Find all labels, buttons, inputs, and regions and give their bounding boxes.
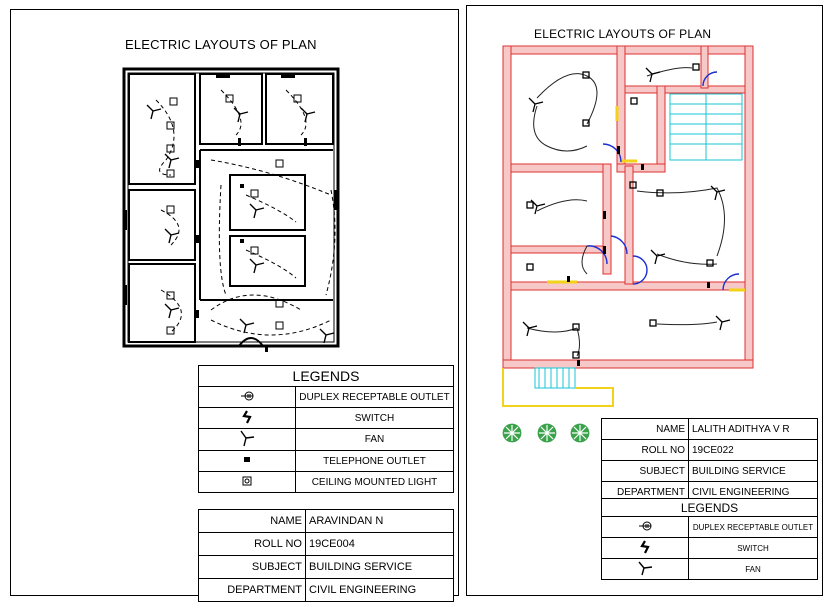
legend-label: SWITCH [688, 537, 818, 559]
left-sheet-title: ELECTRIC LAYOUTS OF PLAN [125, 37, 317, 52]
info-value: CIVIL ENGINEERING [305, 578, 454, 602]
fan-icon [198, 428, 296, 451]
right-drawing-sheet: ELECTRIC LAYOUTS OF PLAN [466, 5, 823, 596]
info-value: LALITH ADITHYA V R [688, 418, 818, 440]
duplex-outlet-icon [601, 516, 689, 538]
legend-heading: LEGENDS [601, 498, 818, 517]
info-value: 19CE022 [688, 439, 818, 461]
legend-row: CEILING MOUNTED LIGHT [198, 471, 454, 493]
info-key: SUBJECT [198, 555, 306, 579]
duplex-outlet-icon [198, 386, 296, 408]
left-legend-table: LEGENDS DUPLEX RECEPTABLE OUTLET SWITCH … [198, 365, 454, 493]
legend-label: SWITCH [295, 407, 454, 429]
info-key: NAME [198, 509, 306, 533]
legend-label: DUPLEX RECEPTABLE OUTLET [688, 516, 818, 538]
info-value: ARAVINDAN N [305, 509, 454, 533]
fan-icon [601, 558, 689, 580]
info-key: SUBJECT [601, 460, 689, 482]
legend-heading: LEGENDS [198, 365, 454, 387]
info-key: ROLL NO [198, 532, 306, 556]
legend-label: DUPLEX RECEPTABLE OUTLET [295, 386, 454, 408]
info-value: 19CE004 [305, 532, 454, 556]
legend-row: DUPLEX RECEPTABLE OUTLET [198, 386, 454, 408]
info-key: ROLL NO [601, 439, 689, 461]
left-floor-plan [122, 67, 340, 352]
right-sheet-title: ELECTRIC LAYOUTS OF PLAN [534, 27, 712, 41]
right-legend-table: LEGENDS DUPLEX RECEPTABLE OUTLET SWITCH … [601, 498, 818, 580]
legend-row: DUPLEX RECEPTABLE OUTLET [601, 516, 818, 538]
left-drawing-sheet: ELECTRIC LAYOUTS OF PLAN [10, 9, 459, 602]
ceiling-light-icon [198, 471, 296, 493]
legend-label: FAN [688, 558, 818, 580]
switch-icon [601, 537, 689, 559]
legend-row: SWITCH [198, 407, 454, 429]
legend-row: SWITCH [601, 537, 818, 559]
info-key: NAME [601, 418, 689, 440]
info-value: BUILDING SERVICE [305, 555, 454, 579]
switch-icon [198, 407, 296, 429]
telephone-outlet-icon [198, 450, 296, 472]
legend-label: TELEPHONE OUTLET [295, 450, 454, 472]
legend-row: FAN [198, 428, 454, 451]
legend-label: CEILING MOUNTED LIGHT [295, 471, 454, 493]
legend-row: TELEPHONE OUTLET [198, 450, 454, 472]
info-key: DEPARTMENT [198, 578, 306, 602]
tree-icon [501, 422, 591, 444]
right-floor-plan [501, 45, 754, 444]
legend-label: FAN [295, 428, 454, 451]
legend-row: FAN [601, 558, 818, 580]
info-value: BUILDING SERVICE [688, 460, 818, 482]
